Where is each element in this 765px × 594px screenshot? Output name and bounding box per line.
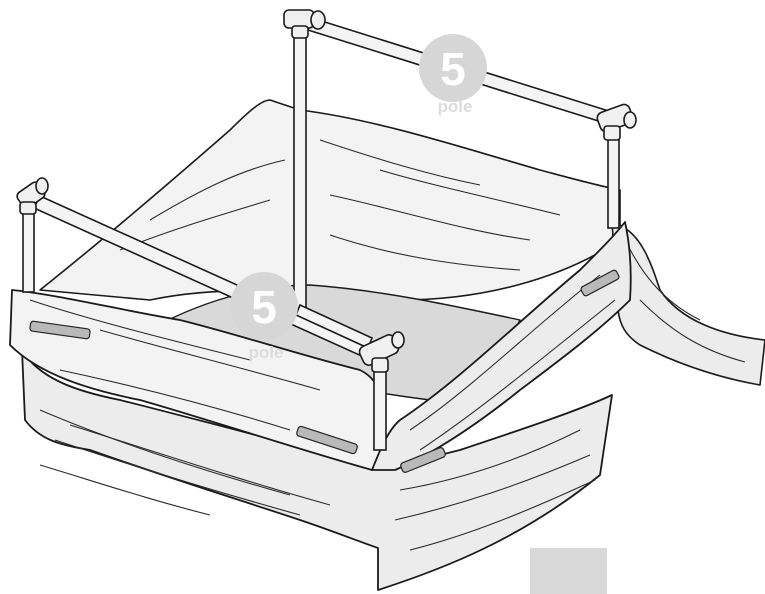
pole-vertical <box>607 137 620 229</box>
velcro-strip <box>400 447 446 473</box>
pole-badge-label: pole <box>438 97 473 116</box>
velcro-strip <box>296 425 358 455</box>
pole-badge-number: 5 <box>251 281 277 333</box>
pole-badge: 5 pole <box>419 34 487 116</box>
pole-badge-number: 5 <box>440 43 466 95</box>
right-door-flap <box>611 221 765 386</box>
front-band-right <box>371 221 632 471</box>
pole-vertical <box>293 29 307 311</box>
velcro-strip <box>29 320 91 340</box>
corner-joint <box>283 9 326 39</box>
pole-vertical <box>373 364 387 451</box>
pole-badge-label: pole <box>249 343 284 362</box>
velcro-strip <box>580 269 620 297</box>
pole-badge: 5 pole <box>230 272 298 362</box>
corner-joint <box>596 103 637 141</box>
outer-lower-body <box>21 349 613 591</box>
corner-joint <box>358 331 405 373</box>
pole-vertical <box>22 211 35 293</box>
corner-joint <box>16 177 49 215</box>
back-wall-cloth <box>39 99 621 301</box>
gray-swatch <box>530 548 607 594</box>
